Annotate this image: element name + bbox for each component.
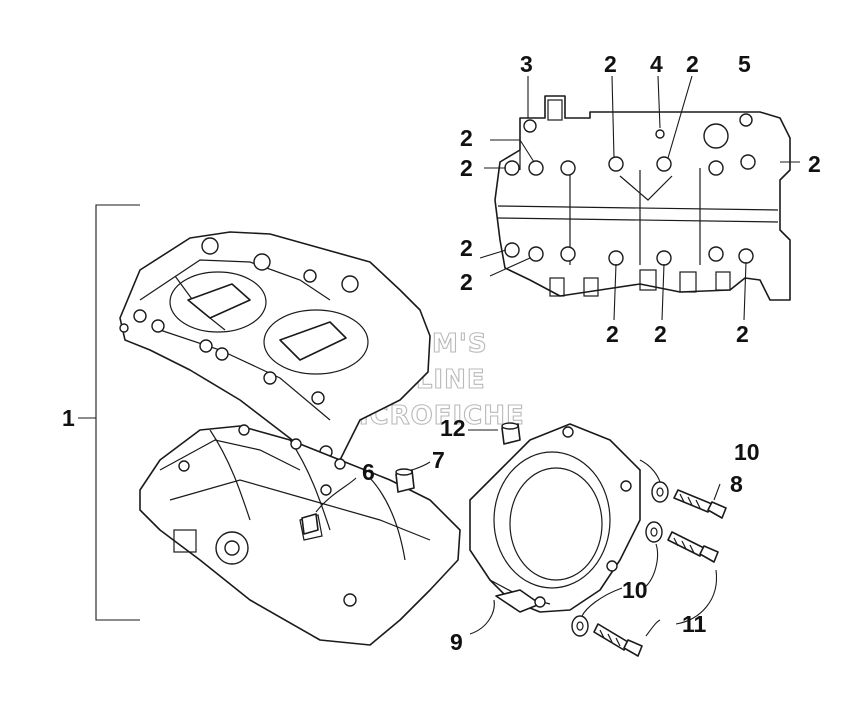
callout-6: 6 <box>362 459 375 485</box>
dowel-pin-6 <box>301 513 319 535</box>
callout-7: 7 <box>432 447 445 473</box>
bolt-8 <box>673 489 713 513</box>
crankcase-top-view <box>494 95 791 301</box>
callout-2-bottom-a: 2 <box>606 321 619 347</box>
assembly-bracket <box>78 204 140 621</box>
callout-2-left-b: 2 <box>460 155 473 181</box>
callout-11: 11 <box>682 611 707 637</box>
callout-2-bottom-c: 2 <box>736 321 749 347</box>
bolt-11-lower <box>593 623 629 651</box>
callout-2-bottom-b: 2 <box>654 321 667 347</box>
callout-2-left-c: 2 <box>460 235 473 261</box>
leader-lines <box>315 75 800 637</box>
callout-12: 12 <box>440 415 466 441</box>
callout-4: 4 <box>650 51 663 77</box>
callout-2-right: 2 <box>808 151 821 177</box>
upper-crankcase <box>119 231 431 461</box>
dowel-pins <box>301 422 521 535</box>
washer-middle <box>645 521 663 543</box>
callout-2-top-b: 2 <box>686 51 699 77</box>
washer-bottom <box>571 615 589 637</box>
callout-2-left-d: 2 <box>460 269 473 295</box>
callout-8: 8 <box>730 471 743 497</box>
callout-5: 5 <box>738 51 751 77</box>
callout-3: 3 <box>520 51 533 77</box>
bolt-11-upper <box>667 531 705 557</box>
lower-crankcase <box>139 424 461 646</box>
callout-2-left-a: 2 <box>460 125 473 151</box>
callout-10-b: 10 <box>622 577 648 603</box>
callout-2-top-a: 2 <box>604 51 617 77</box>
callout-1: 1 <box>62 405 75 431</box>
crankcase-cover <box>469 423 641 613</box>
callout-9: 9 <box>450 629 463 655</box>
fasteners <box>571 481 727 657</box>
washer-top <box>651 481 669 503</box>
callouts: 1 3 2 4 2 5 2 2 2 2 2 2 2 2 12 7 6 10 8 … <box>62 51 821 655</box>
callout-10-a: 10 <box>734 439 760 465</box>
